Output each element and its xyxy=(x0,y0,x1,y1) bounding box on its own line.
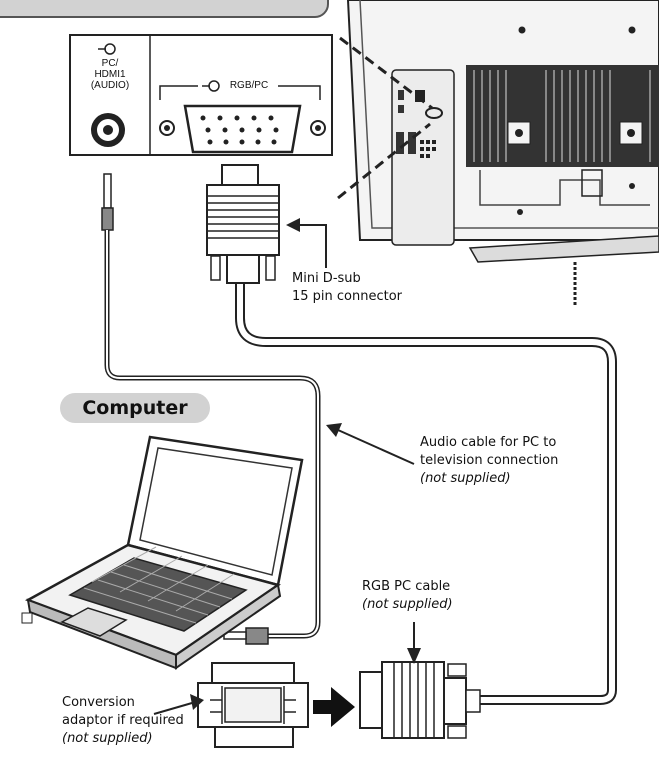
audio-jack-label-line1: PC/ xyxy=(101,58,119,69)
audio-cable-line1: Audio cable for PC to xyxy=(420,435,557,450)
audio-cable-line2: television connection xyxy=(420,453,559,468)
mini-dsub-line1: Mini D-sub xyxy=(292,271,361,286)
rgb-cable-line2: (not supplied) xyxy=(362,597,453,612)
audio-cable-line3: (not supplied) xyxy=(420,471,511,486)
tv-rear-illustration xyxy=(346,0,659,305)
section-banner xyxy=(0,0,329,18)
audio-cable xyxy=(101,173,321,645)
connect-arrow xyxy=(313,687,355,727)
adaptor-arrow xyxy=(153,694,204,715)
audio-jack-label: PC/ HDMI1 (AUDIO) xyxy=(80,58,140,91)
audio-cable-callout: Audio cable for PC to television connect… xyxy=(420,434,558,488)
audio-jack-label-line3: (AUDIO) xyxy=(90,80,130,91)
rgb-port-label: RGB/PC xyxy=(229,80,269,91)
laptop-illustration xyxy=(21,435,304,670)
audio-jack-label-line2: HDMI1 xyxy=(94,69,126,80)
vga-plug-bottom xyxy=(359,661,481,739)
mini-dsub-arrow xyxy=(286,218,327,268)
adaptor-line1: Conversion xyxy=(62,695,135,710)
audio-cable-arrow xyxy=(326,423,415,465)
mini-dsub-callout: Mini D-sub 15 pin connector xyxy=(292,270,402,306)
vga-plug-top xyxy=(206,164,280,284)
adaptor-callout: Conversion adaptor if required (not supp… xyxy=(62,694,184,748)
computer-badge: Computer xyxy=(60,393,210,423)
rgb-cable-arrow xyxy=(407,622,421,664)
mini-dsub-line2: 15 pin connector xyxy=(292,289,403,304)
rgb-cable-line1: RGB PC cable xyxy=(362,579,451,594)
adaptor-line2: adaptor if required xyxy=(62,713,184,728)
adaptor-line3: (not supplied) xyxy=(62,731,153,746)
connector-panel xyxy=(69,34,333,156)
rgb-cable-callout: RGB PC cable (not supplied) xyxy=(362,578,453,614)
rgb-cable xyxy=(235,282,617,705)
conversion-adaptor xyxy=(197,662,309,748)
